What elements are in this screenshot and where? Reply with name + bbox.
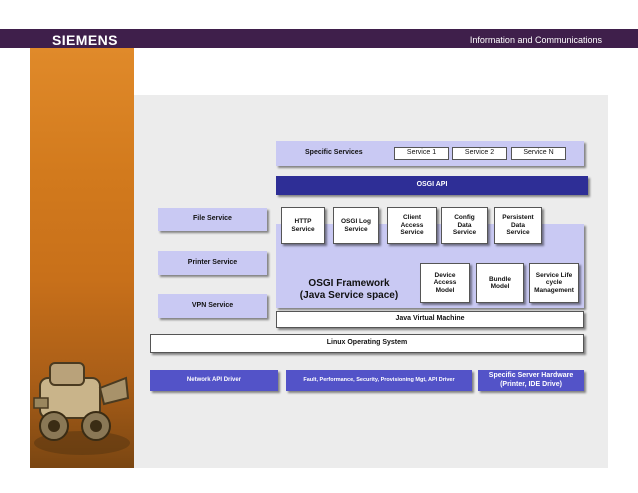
linux-os-bar: Linux Operating System [150,334,584,353]
client-access-service-box: Client Access Service [387,207,437,244]
config-data-service-box: Config Data Service [441,207,488,244]
vpn-service-box: VPN Service [158,294,267,318]
service-2-box: Service 2 [452,147,507,160]
bundle-model-box: Bundle Model [476,263,524,303]
framework-label-line1: OSGI Framework [308,278,390,289]
http-service-box: HTTP Service [281,207,325,244]
header-tagline: Information and Communications [469,35,602,45]
robot-machine-icon [33,362,130,455]
network-api-driver-box: Network API Driver [150,370,278,391]
device-access-model-box: Device Access Model [420,263,470,303]
service-1-box: Service 1 [394,147,449,160]
osgi-framework-label: OSGI Framework (Java Service space) [294,278,404,302]
printer-service-box: Printer Service [158,251,267,275]
fault-performance-driver-box: Fault, Performance, Security, Provisioni… [286,370,472,391]
specific-services-label: Specific Services [305,149,363,157]
osgi-api-bar: OSGI API [276,176,588,195]
server-hardware-box: Specific Server Hardware (Printer, IDE D… [478,370,584,391]
siemens-logo: SIEMENS [52,32,118,48]
jvm-bar: Java Virtual Machine [276,311,584,328]
service-lifecycle-box: Service Life cycle Management [529,263,579,303]
framework-label-line2: (Java Service space) [299,290,399,301]
osgi-log-service-box: OSGI Log Service [333,207,379,244]
header-bar [0,29,638,48]
persistent-data-service-box: Persistent Data Service [494,207,542,244]
orange-photo-strip [30,48,134,468]
file-service-box: File Service [158,208,267,231]
service-n-box: Service N [511,147,566,160]
